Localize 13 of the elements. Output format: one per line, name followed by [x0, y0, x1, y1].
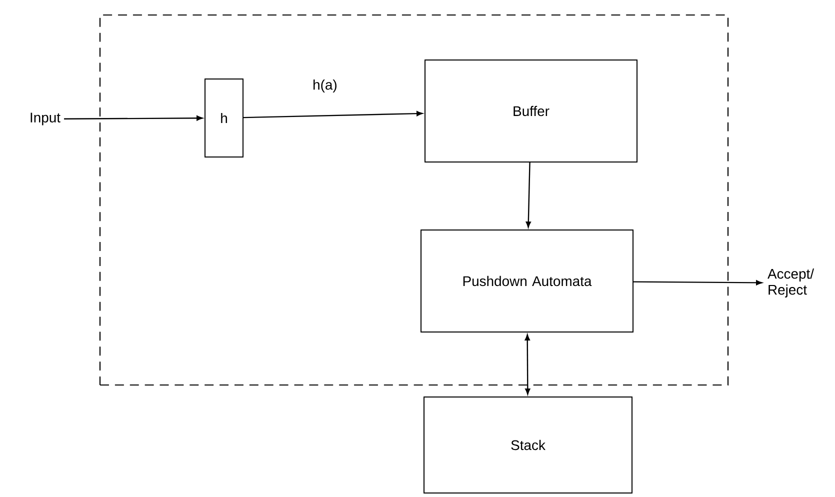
- arrow: [526, 162, 531, 228]
- text-label: Input: [30, 112, 60, 126]
- process-box: Buffer: [424, 60, 638, 162]
- text-label: Accept/ Reject: [768, 268, 814, 298]
- arrow: [524, 334, 530, 395]
- edge-label: h(a): [312, 78, 338, 94]
- process-box: Pushdown Automata: [420, 230, 634, 332]
- process-box: h: [204, 78, 244, 158]
- arrow: [244, 111, 423, 118]
- dashed-boundary: [99, 14, 729, 386]
- arrow: [634, 280, 762, 286]
- arrow: [64, 116, 203, 121]
- process-box: Stack: [424, 396, 632, 494]
